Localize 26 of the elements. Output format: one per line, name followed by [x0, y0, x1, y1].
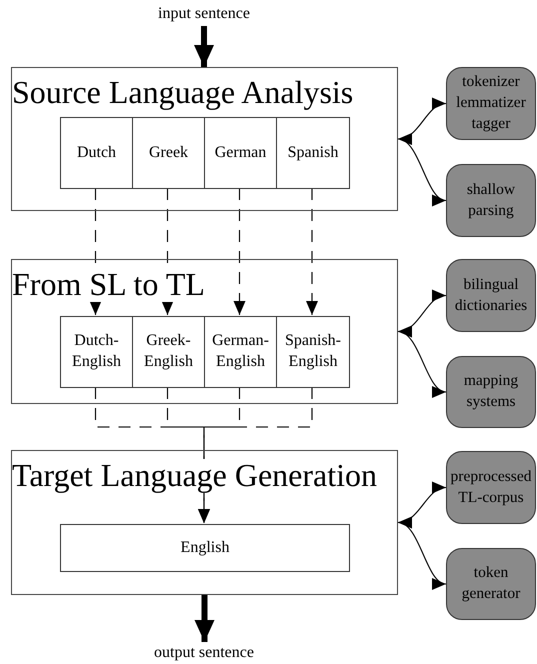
io-label: input sentence — [140, 2, 268, 26]
panel-heading: Target Language Generation — [12, 459, 377, 493]
arrow — [194, 595, 214, 642]
resource-box: preprocessed TL-corpus — [446, 451, 536, 524]
stage-panel — [11, 259, 398, 404]
stage-panel — [11, 67, 398, 211]
resource-box: shallow parsing — [446, 164, 536, 237]
arrow — [194, 26, 214, 67]
language-cell: German — [204, 117, 277, 189]
resource-box: bilingual dictionaries — [446, 259, 536, 332]
language-cell: English — [60, 524, 350, 572]
language-cell: German-English — [204, 316, 277, 388]
language-cell: Dutch — [60, 117, 133, 189]
io-label: output sentence — [140, 642, 268, 664]
language-cell: Spanish — [276, 117, 350, 189]
language-cell: Greek-English — [132, 316, 205, 388]
language-cell: Dutch-English — [60, 316, 133, 388]
dashed-arrow — [198, 387, 313, 523]
dashed-arrow — [234, 188, 246, 315]
resource-box: mapping systems — [446, 356, 536, 428]
stage-panel — [11, 450, 398, 595]
resource-box: token generator — [446, 548, 536, 620]
language-cell: Greek — [132, 117, 205, 189]
resource-box: tokenizer lemmatizer tagger — [446, 67, 536, 140]
language-cell: Spanish-English — [276, 316, 350, 388]
dashed-arrow — [306, 188, 318, 315]
